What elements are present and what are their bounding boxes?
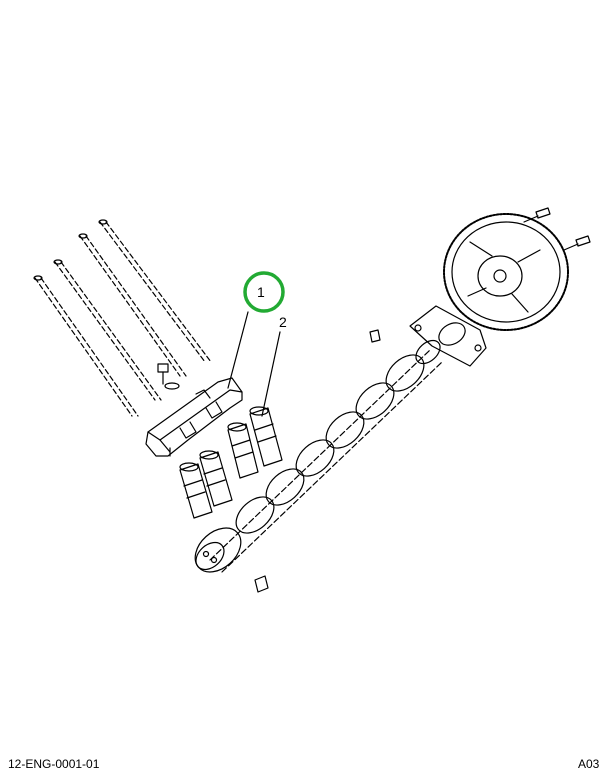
callout-1-highlight-ring <box>243 271 285 313</box>
lifter-guide-part-1 <box>145 377 243 457</box>
push-rods <box>34 221 212 417</box>
thrust-plate <box>409 305 487 367</box>
callout-2-label[interactable]: 2 <box>279 314 287 330</box>
callout-leaders <box>227 311 281 417</box>
cam-gear <box>443 213 569 331</box>
sheet-code: A03 <box>578 757 600 771</box>
push-rod-tips <box>33 219 108 281</box>
callout-1-label[interactable]: 1 <box>257 284 265 300</box>
gear-bolts <box>523 207 591 251</box>
roller-lifters-part-2 <box>179 406 283 519</box>
camshaft <box>194 339 443 573</box>
drawing-number: 12-ENG-0001-01 <box>8 757 100 771</box>
dowel-pins <box>254 329 381 593</box>
guide-bolt <box>157 363 180 390</box>
